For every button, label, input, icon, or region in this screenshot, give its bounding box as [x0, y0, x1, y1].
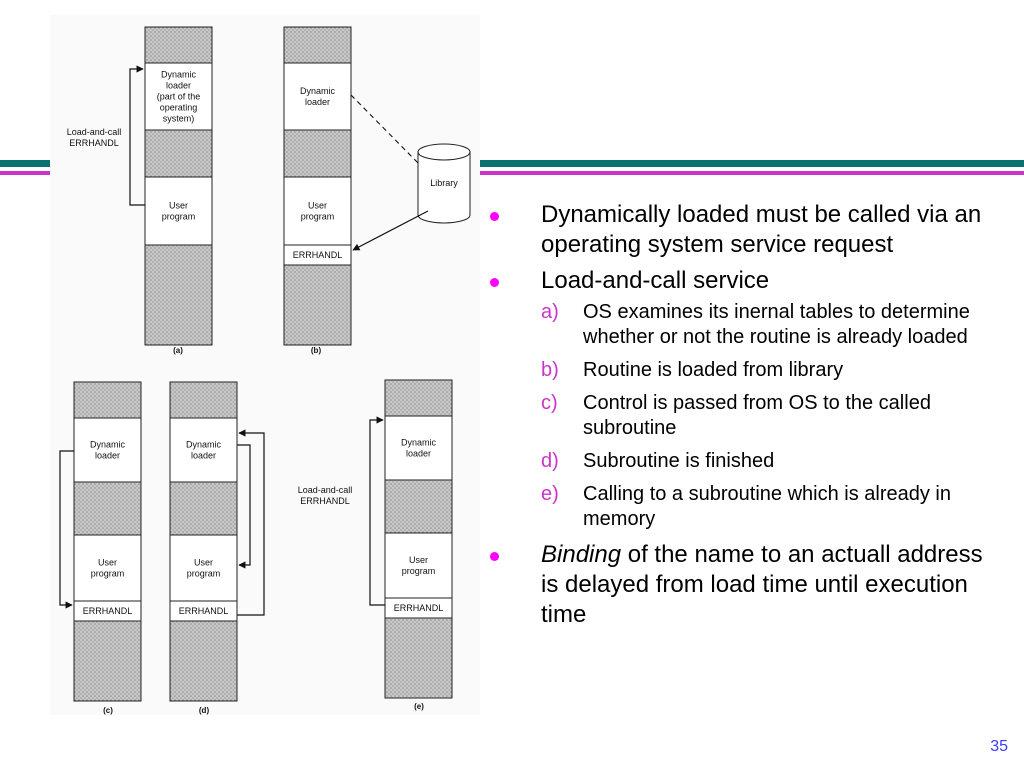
sub-item-letter: b): [541, 359, 559, 381]
sub-item-letter: e): [541, 483, 559, 505]
caption-b: (b): [311, 346, 322, 355]
arrow-d-outer: [237, 429, 265, 616]
arrow-e: [369, 416, 385, 606]
col-e-hatched-mid: [384, 479, 453, 534]
dashed-line-b: [350, 94, 421, 166]
col-a-hatched-mid: [144, 129, 213, 178]
sub-list: a) OS examines its inernal tables to dete…: [541, 300, 1006, 532]
col-b-hatched-mid: [283, 129, 352, 178]
sub-item-letter: d): [541, 450, 559, 472]
bullet-item: Dynamically loaded must be called via an…: [486, 200, 1006, 260]
library-label: Library: [430, 178, 458, 188]
col-b-hatched-top: [283, 26, 352, 64]
sub-item: c) Control is passed from OS to the calle…: [541, 391, 1006, 441]
sub-item: d) Subroutine is finished: [541, 449, 1006, 474]
arrow-c: [59, 450, 74, 609]
top-rule-magenta: [0, 171, 1024, 175]
sub-item: e) Calling to a subroutine which is alrea…: [541, 482, 1006, 532]
col-d-hatched-top: [169, 381, 238, 419]
bullet-dot-icon: [490, 278, 499, 287]
sub-item-text: Calling to a subroutine which is already…: [583, 483, 951, 530]
bullet-dot-icon: [490, 212, 499, 221]
col-a-user-program: [144, 176, 213, 246]
col-a-hatched-top: [144, 26, 213, 64]
library-top: [417, 143, 471, 161]
col-e-errhandl-label: ERRHANDL: [394, 603, 444, 613]
bullet-dot-icon: [490, 552, 499, 561]
col-b-hatched-bottom: [283, 264, 352, 346]
col-b-dynamic-loader: [283, 62, 352, 131]
col-d-errhandl-label: ERRHANDL: [179, 606, 229, 616]
caption-c: (c): [103, 706, 113, 715]
sub-item-letter: c): [541, 392, 558, 414]
library-body: [417, 152, 471, 224]
top-rule-teal: [0, 160, 1024, 167]
col-d-dynamic-loader: [169, 417, 238, 483]
bullet-item: Binding of the name to an actuall addres…: [486, 540, 1006, 630]
arrow-b-load: [352, 210, 429, 251]
sub-item-text: Subroutine is finished: [583, 450, 775, 472]
caption-d: (d): [199, 706, 210, 715]
bullet-text: of the name to an actuall address is del…: [541, 541, 983, 628]
col-c-user-program: [73, 534, 142, 602]
col-d-hatched-bottom: [169, 620, 238, 702]
col-d-hatched-mid: [169, 481, 238, 536]
col-d-user-program: [169, 534, 238, 602]
col-a-dynamic-loader: [144, 62, 213, 131]
col-e-user-program: [384, 532, 453, 599]
col-b-user-program: [283, 176, 352, 246]
caption-e: (e): [414, 702, 424, 711]
col-c-hatched-top: [73, 381, 142, 419]
sub-item-text: Routine is loaded from library: [583, 359, 844, 381]
col-c-hatched-mid: [73, 481, 142, 536]
col-e-hatched-bottom: [384, 617, 453, 699]
page-number: 35: [990, 738, 1008, 755]
col-c-errhandl-label: ERRHANDL: [83, 606, 133, 616]
bullet-text: Dynamically loaded must be called via an…: [541, 201, 982, 258]
sub-item-text: OS examines its inernal tables to determ…: [583, 301, 970, 348]
sub-item: b) Routine is loaded from library: [541, 358, 1006, 383]
col-c-hatched-bottom: [73, 620, 142, 702]
col-c-dynamic-loader: [73, 417, 142, 483]
sub-item-letter: a): [541, 301, 559, 323]
caption-a: (a): [173, 346, 183, 355]
col-a-hatched-bottom: [144, 244, 213, 346]
bullet-text: Load-and-call service: [541, 267, 770, 294]
col-b-errhandl-label: ERRHANDL: [293, 250, 343, 260]
sub-item: a) OS examines its inernal tables to dete…: [541, 300, 1006, 350]
col-e-dynamic-loader: [384, 415, 453, 481]
bullet-list: Dynamically loaded must be called via an…: [486, 200, 1006, 636]
bullet-item: Load-and-call service a) OS examines its …: [486, 266, 1006, 532]
bullet-text-italic: Binding: [541, 541, 622, 568]
arrow-a-call: [129, 65, 145, 206]
col-e-hatched-top: [384, 379, 453, 417]
sub-item-text: Control is passed from OS to the called …: [583, 392, 931, 439]
arrow-d-inner: [237, 444, 251, 569]
